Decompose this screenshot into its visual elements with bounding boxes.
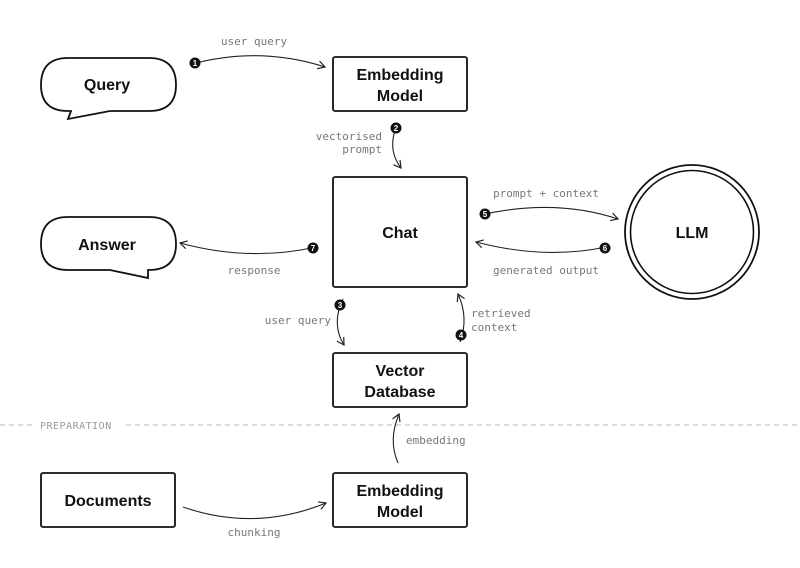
- query-bubble[interactable]: Query: [40, 57, 177, 121]
- answer-bubble[interactable]: Answer: [40, 216, 177, 280]
- edge-label-vectorised: vectorised: [316, 130, 382, 143]
- svg-text:3: 3: [338, 301, 343, 310]
- query-label: Query: [84, 77, 130, 94]
- nodes: Query Embedding Model Chat Answer LLM Ve…: [40, 56, 760, 528]
- step-badges: 1 2 3 4 5 6 7: [189, 57, 611, 341]
- svg-text:1: 1: [193, 59, 198, 68]
- edges: user query vectorised prompt prompt + co…: [178, 35, 620, 539]
- edge-label-retrieved: retrieved: [471, 307, 531, 320]
- llm-label: LLM: [676, 225, 709, 242]
- step-badge-5: 5: [479, 208, 491, 220]
- edge-chat-to-llm: [479, 206, 620, 222]
- embedding-model-bottom-line1: Embedding: [356, 483, 443, 500]
- edge-label-chunking: chunking: [228, 526, 281, 539]
- preparation-separator: PREPARATION: [0, 421, 800, 432]
- embedding-model-top-box[interactable]: Embedding Model: [332, 56, 468, 112]
- edge-label-prompt-context: prompt + context: [493, 187, 599, 200]
- edge-documents-to-embedding: [182, 501, 328, 520]
- embedding-model-top-line2: Model: [377, 88, 423, 105]
- step-badge-3: 3: [334, 299, 346, 311]
- documents-box[interactable]: Documents: [40, 472, 176, 528]
- edge-label-context: context: [471, 321, 517, 334]
- llm-circle[interactable]: LLM: [624, 164, 760, 300]
- preparation-label: PREPARATION: [40, 421, 112, 432]
- svg-text:6: 6: [603, 244, 608, 253]
- vector-database-box[interactable]: Vector Database: [332, 352, 468, 408]
- edge-llm-to-chat: [474, 239, 607, 254]
- vector-database-line1: Vector: [376, 363, 425, 380]
- embedding-model-bottom-box[interactable]: Embedding Model: [332, 472, 468, 528]
- chat-box[interactable]: Chat: [332, 176, 468, 288]
- edge-label-prompt: prompt: [342, 143, 382, 156]
- step-badge-7: 7: [307, 242, 319, 254]
- svg-text:7: 7: [311, 244, 316, 253]
- embedding-model-top-line1: Embedding: [356, 67, 443, 84]
- edge-label-user-query-top: user query: [221, 35, 288, 48]
- vector-database-line2: Database: [364, 384, 435, 401]
- edge-query-to-embedding: [191, 55, 327, 70]
- edge-chat-to-answer: [178, 240, 317, 255]
- svg-text:5: 5: [483, 210, 488, 219]
- answer-label: Answer: [78, 237, 136, 254]
- svg-text:4: 4: [459, 331, 464, 340]
- step-badge-6: 6: [599, 242, 611, 254]
- edge-label-response: response: [228, 264, 281, 277]
- embedding-model-bottom-line2: Model: [377, 504, 423, 521]
- edge-label-embedding: embedding: [406, 434, 466, 447]
- documents-label: Documents: [64, 493, 151, 510]
- edge-embedding-to-vectordb: [392, 412, 401, 464]
- chat-label: Chat: [382, 225, 418, 242]
- edge-label-generated-output: generated output: [493, 264, 599, 277]
- step-badge-4: 4: [455, 329, 467, 341]
- edge-label-user-query-db: user query: [265, 314, 332, 327]
- step-badge-1: 1: [189, 57, 201, 69]
- step-badge-2: 2: [390, 122, 402, 134]
- svg-text:2: 2: [394, 124, 399, 133]
